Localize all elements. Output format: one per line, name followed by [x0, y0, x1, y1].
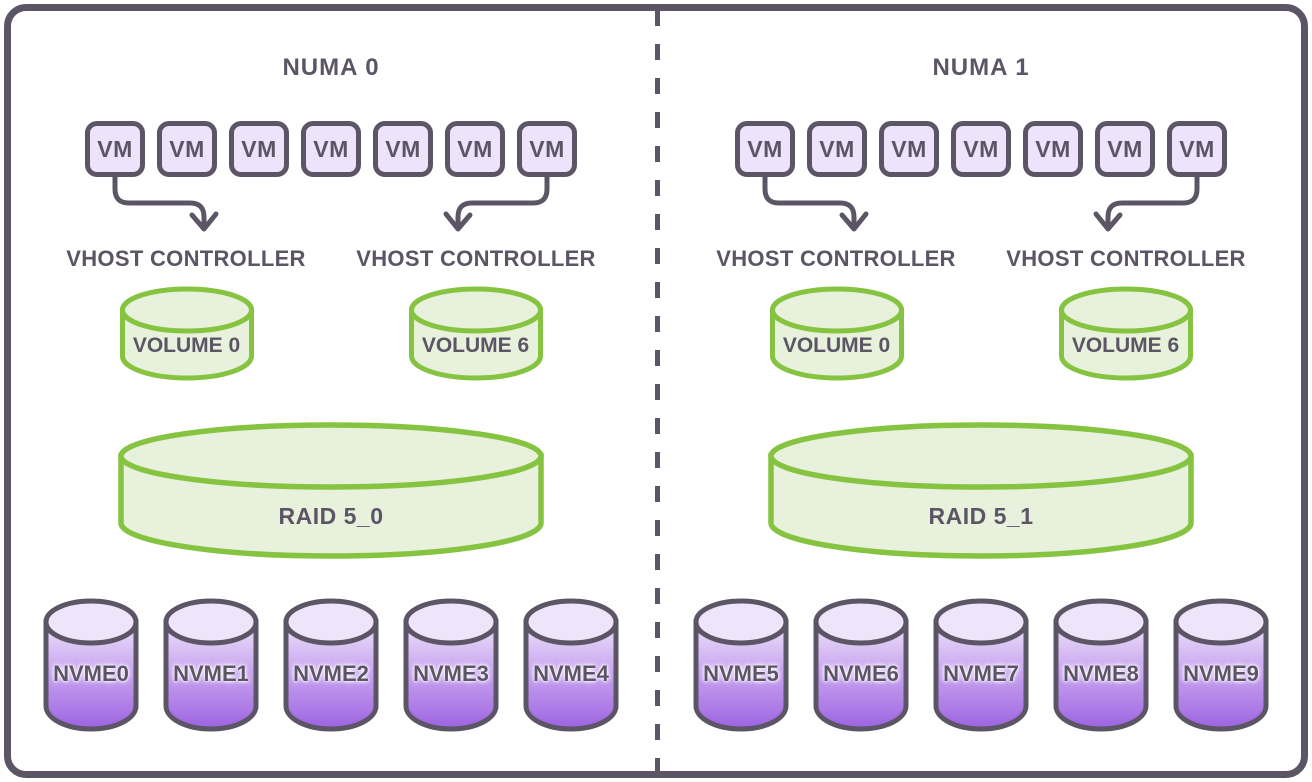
- nvme-cylinder: NVME4: [523, 598, 619, 732]
- cylinder-icon: [43, 598, 139, 732]
- vm-box: VM: [85, 121, 145, 177]
- nvme-cylinder: NVME2: [283, 598, 379, 732]
- vm-box: VM: [807, 121, 867, 177]
- vm-box: VM: [951, 121, 1011, 177]
- arrow-right-icon: [1105, 177, 1200, 226]
- cylinder-icon: [813, 598, 909, 732]
- cylinder-icon: [768, 422, 1194, 559]
- nvme-label: NVME2: [293, 661, 369, 686]
- vm-box: VM: [735, 121, 795, 177]
- volume-label: VOLUME 6: [421, 334, 530, 357]
- cylinder-icon: [693, 598, 789, 732]
- vm-box: VM: [1167, 121, 1227, 177]
- raid-cylinder: RAID 5_0: [118, 422, 544, 562]
- cylinder-icon: [163, 598, 259, 732]
- vm-to-vhost-arrows-icon: [112, 177, 550, 232]
- cylinder-icon: [408, 286, 543, 381]
- volume-cylinder: VOLUME 0: [119, 286, 255, 382]
- volume-cylinder: VOLUME 0: [769, 286, 905, 382]
- nvme-label: NVME5: [703, 661, 779, 686]
- nvme-row: NVME5 NVME6 NVME7: [658, 598, 1304, 732]
- vm-box: VM: [157, 121, 217, 177]
- cylinder-icon: [118, 422, 544, 559]
- vm-box: VM: [1023, 121, 1083, 177]
- nvme-cylinder: NVME5: [693, 598, 789, 732]
- vhost-controller-row: VHOST CONTROLLER VHOST CONTROLLER: [8, 246, 654, 272]
- volume-cylinder: VOLUME 6: [1058, 286, 1194, 382]
- vm-box: VM: [301, 121, 361, 177]
- numa-panel-1: NUMA 1 VM VM VM VM VM VM VM VHOST CONTRO…: [658, 8, 1304, 774]
- vm-row: VM VM VM VM VM VM VM: [658, 121, 1304, 177]
- vm-box: VM: [517, 121, 577, 177]
- arrow-left-icon: [112, 177, 207, 226]
- vm-to-vhost-arrows-icon: [762, 177, 1200, 232]
- cylinder-icon: [1058, 286, 1193, 381]
- cylinder-icon: [769, 286, 904, 381]
- nvme-row: NVME0 NVME1 NVME2: [8, 598, 654, 732]
- raid-label: RAID 5_0: [278, 503, 384, 529]
- nvme-cylinder: NVME3: [403, 598, 499, 732]
- raid-label: RAID 5_1: [928, 503, 1034, 529]
- nvme-cylinder: NVME7: [933, 598, 1029, 732]
- volume-cylinder: VOLUME 6: [408, 286, 544, 382]
- nvme-cylinder: NVME0: [43, 598, 139, 732]
- numa-divider-dashed-line: [655, 10, 660, 772]
- arrowhead-right-icon: [443, 211, 473, 232]
- vhost-controller-label: VHOST CONTROLLER: [1006, 246, 1246, 271]
- raid-cylinder: RAID 5_1: [768, 422, 1194, 562]
- nvme-cylinder: NVME8: [1053, 598, 1149, 732]
- arrowhead-right-icon: [1093, 211, 1123, 232]
- volume-row: VOLUME 0 VOLUME 6: [658, 286, 1304, 382]
- vm-box: VM: [373, 121, 433, 177]
- nvme-label: NVME9: [1183, 661, 1259, 686]
- vhost-controller-row: VHOST CONTROLLER VHOST CONTROLLER: [658, 246, 1304, 272]
- arrowhead-left-icon: [189, 211, 219, 232]
- cylinder-icon: [933, 598, 1029, 732]
- cylinder-icon: [1053, 598, 1149, 732]
- vm-box: VM: [229, 121, 289, 177]
- numa-panel-0: NUMA 0 VM VM VM VM VM VM VM VHOST CONTRO…: [8, 8, 654, 774]
- nvme-label: NVME7: [943, 661, 1019, 686]
- numa-title: NUMA 1: [932, 54, 1030, 81]
- vm-box: VM: [1095, 121, 1155, 177]
- nvme-label: NVME6: [823, 661, 899, 686]
- nvme-label: NVME8: [1063, 661, 1139, 686]
- nvme-label: NVME0: [53, 661, 129, 686]
- vhost-controller-label: VHOST CONTROLLER: [716, 246, 956, 271]
- volume-row: VOLUME 0 VOLUME 6: [8, 286, 654, 382]
- vhost-controller-label: VHOST CONTROLLER: [66, 246, 306, 271]
- numa-title: NUMA 0: [282, 54, 380, 81]
- nvme-label: NVME1: [173, 661, 249, 686]
- nvme-label: NVME4: [533, 661, 609, 686]
- nvme-cylinder: NVME1: [163, 598, 259, 732]
- volume-label: VOLUME 6: [1071, 334, 1180, 357]
- cylinder-icon: [283, 598, 379, 732]
- vm-box: VM: [879, 121, 939, 177]
- volume-label: VOLUME 0: [132, 334, 241, 357]
- nvme-label: NVME3: [413, 661, 489, 686]
- cylinder-icon: [523, 598, 619, 732]
- vm-row: VM VM VM VM VM VM VM: [8, 121, 654, 177]
- nvme-cylinder: NVME9: [1173, 598, 1269, 732]
- cylinder-icon: [1173, 598, 1269, 732]
- volume-label: VOLUME 0: [782, 334, 891, 357]
- nvme-cylinder: NVME6: [813, 598, 909, 732]
- cylinder-icon: [403, 598, 499, 732]
- arrow-left-icon: [762, 177, 857, 226]
- arrow-right-icon: [455, 177, 550, 226]
- cylinder-icon: [119, 286, 254, 381]
- vhost-controller-label: VHOST CONTROLLER: [356, 246, 596, 271]
- vm-box: VM: [445, 121, 505, 177]
- arrowhead-left-icon: [839, 211, 869, 232]
